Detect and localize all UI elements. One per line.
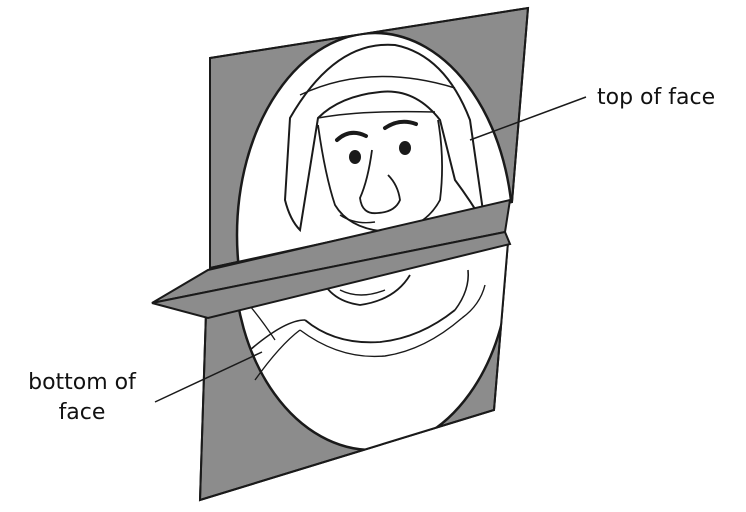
leader-line-bottom — [154, 351, 263, 403]
leader-line-top — [469, 96, 587, 141]
eye-left — [349, 150, 361, 164]
nose — [359, 149, 401, 215]
label-bottom-line2: face — [58, 400, 106, 425]
cut-plane — [151, 198, 512, 320]
label-bottom-of-face: bottom of face — [12, 368, 152, 428]
eye-right — [399, 141, 411, 155]
label-bottom-line1: bottom of — [28, 370, 136, 395]
label-top-of-face: top of face — [597, 85, 716, 110]
